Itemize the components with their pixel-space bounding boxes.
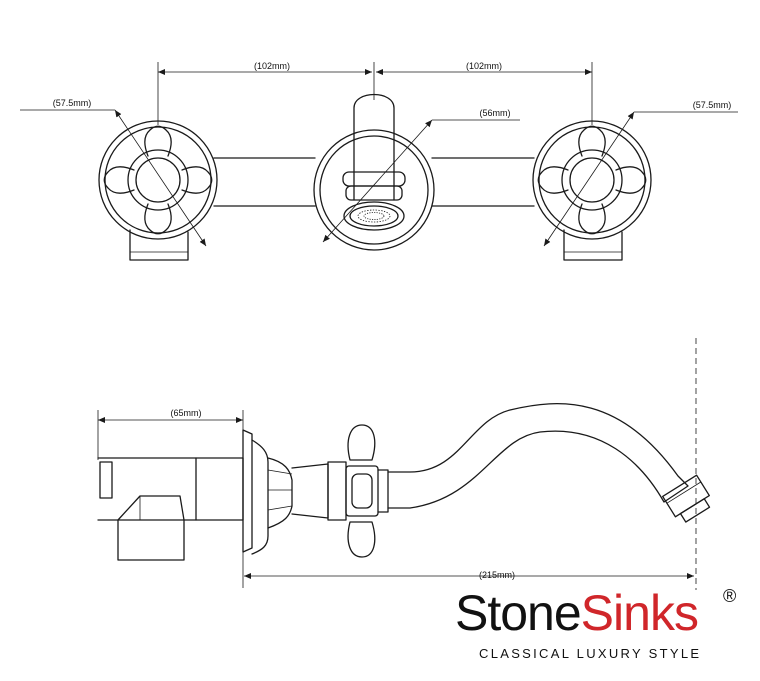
dim-left-span: (102mm) [254, 61, 290, 71]
side-view: (65mm) (215mm) [97, 338, 711, 590]
brand-name: StoneSinks [455, 588, 755, 638]
brand-name-stone: Stone [455, 585, 582, 641]
dim-spout-diameter: (56mm) [480, 108, 511, 118]
front-view: (102mm) (102mm) (57.5mm) (56mm) (57.5mm) [20, 61, 738, 261]
side-handle [345, 424, 389, 558]
brand-name-sinks: Sinks [580, 585, 699, 641]
flange [251, 439, 269, 555]
wall-plate [242, 429, 253, 553]
spout-front [313, 94, 435, 251]
wall-body [97, 457, 244, 521]
dim-side-projection: (215mm) [479, 570, 515, 580]
brand-logo: StoneSinks ® CLASSICAL LUXURY STYLE [455, 586, 755, 661]
left-cross-handle [98, 120, 218, 261]
right-cross-handle [532, 120, 652, 261]
registered-mark: ® [723, 586, 737, 606]
dim-right-handle-diameter: (57.5mm) [693, 100, 732, 110]
brand-tagline: CLASSICAL LUXURY STYLE [479, 646, 702, 661]
dim-right-span: (102mm) [466, 61, 502, 71]
dim-side-depth: (65mm) [171, 408, 202, 418]
dim-left-handle-diameter: (57.5mm) [53, 98, 92, 108]
spout-arm [387, 403, 689, 509]
spout-head [662, 474, 711, 523]
